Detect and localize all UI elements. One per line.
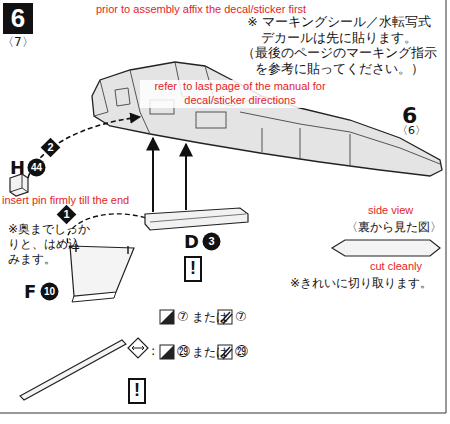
instruction-word: または <box>192 345 228 360</box>
node-text: 6 <box>11 4 25 33</box>
sequence-marker: 2 <box>42 139 59 156</box>
instruction-note: ※奥までしっか りと、はめ込 みます。 <box>8 222 100 267</box>
part-number: 10 <box>40 282 59 301</box>
part-f-edge <box>72 292 116 302</box>
part-letter: H <box>10 157 25 180</box>
frame-line <box>446 0 447 413</box>
part-number: 3 <box>202 232 221 251</box>
gate-number: ⑦ <box>177 309 189 325</box>
frame-line <box>0 413 446 414</box>
assembly-arrow <box>185 144 187 210</box>
part-letter: F <box>24 281 36 304</box>
node-text: ! <box>134 381 140 401</box>
translation-note: insert pin firmly till the end <box>2 194 129 208</box>
node-text: 1 <box>63 208 69 220</box>
page-ref: 〈7〉 <box>2 35 34 50</box>
page-ref: 〈6〉 <box>397 124 426 138</box>
node-text: 2 <box>47 141 53 153</box>
part-f-pin <box>127 246 129 254</box>
ship-details <box>94 62 440 166</box>
instruction-word: または <box>192 310 228 325</box>
node-text: 10 <box>44 286 55 297</box>
ship-hull <box>92 62 442 176</box>
part-f <box>70 246 134 296</box>
gate-number: ㉙ <box>177 344 190 360</box>
view-caption: 〈裏から見た図〉 <box>346 220 442 235</box>
part-number: 44 <box>27 158 46 177</box>
cut-strip <box>20 340 126 400</box>
sequence-marker: 1 <box>58 206 75 223</box>
node-text: 3 <box>208 235 214 247</box>
step-number: 6 <box>3 3 33 34</box>
separator: : <box>151 343 155 359</box>
gate-number: ⑦ <box>235 309 247 325</box>
translation-note: refer to last page of the manual for dec… <box>140 80 340 108</box>
part-d-edge <box>150 214 246 222</box>
warning-box: ! <box>184 256 202 282</box>
part-letter: D <box>184 231 199 254</box>
translation-note: cut cleanly <box>370 260 422 274</box>
assembly-arrow <box>152 138 154 212</box>
warning-box: ! <box>128 378 146 404</box>
side-view-part <box>332 240 440 256</box>
instruction-note: ※きれいに切り取ります。 <box>290 276 432 291</box>
instruction-note: ※ マーキングシール／水転写式 デカールは先に貼ります。 （最後のページのマーキ… <box>238 14 440 77</box>
translation-note: side view <box>368 204 413 218</box>
assembly-arrow <box>28 117 140 178</box>
diamond-icon <box>128 338 148 358</box>
nipper-icon <box>160 345 174 359</box>
nipper-icon <box>160 310 174 324</box>
node-text: ! <box>190 259 196 279</box>
part-d <box>145 208 248 230</box>
node-text: 44 <box>31 162 42 173</box>
gate-number: ㉙ <box>235 344 248 360</box>
